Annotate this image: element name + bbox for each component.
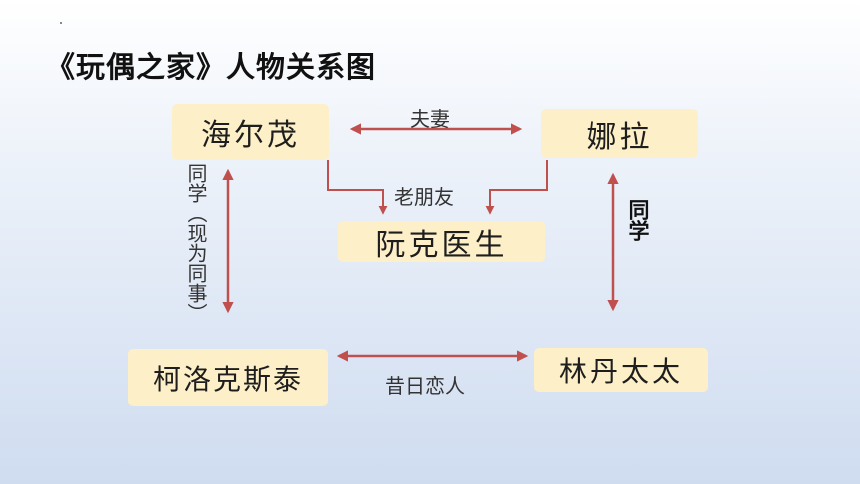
label-old-friend: 老朋友 [394,185,454,209]
node-helmer: 海尔茂 [172,104,329,160]
arrow-nora-rank [485,160,548,215]
label-former-lovers: 昔日恋人 [385,374,465,398]
page-title: 《玩偶之家》人物关系图 [46,50,377,84]
label-classmates: 同学 [626,199,650,241]
node-krogstad: 柯洛克斯泰 [128,349,328,406]
arrow-helmer-rank [327,160,388,215]
label-spouses: 夫妻 [410,107,450,131]
label-classmates-colleagues: 同学（现为同事） [184,163,208,323]
node-rank: 阮克医生 [338,221,545,263]
node-nora: 娜拉 [541,109,698,158]
corner-dot [60,22,62,24]
node-linde: 林丹太太 [534,348,708,392]
